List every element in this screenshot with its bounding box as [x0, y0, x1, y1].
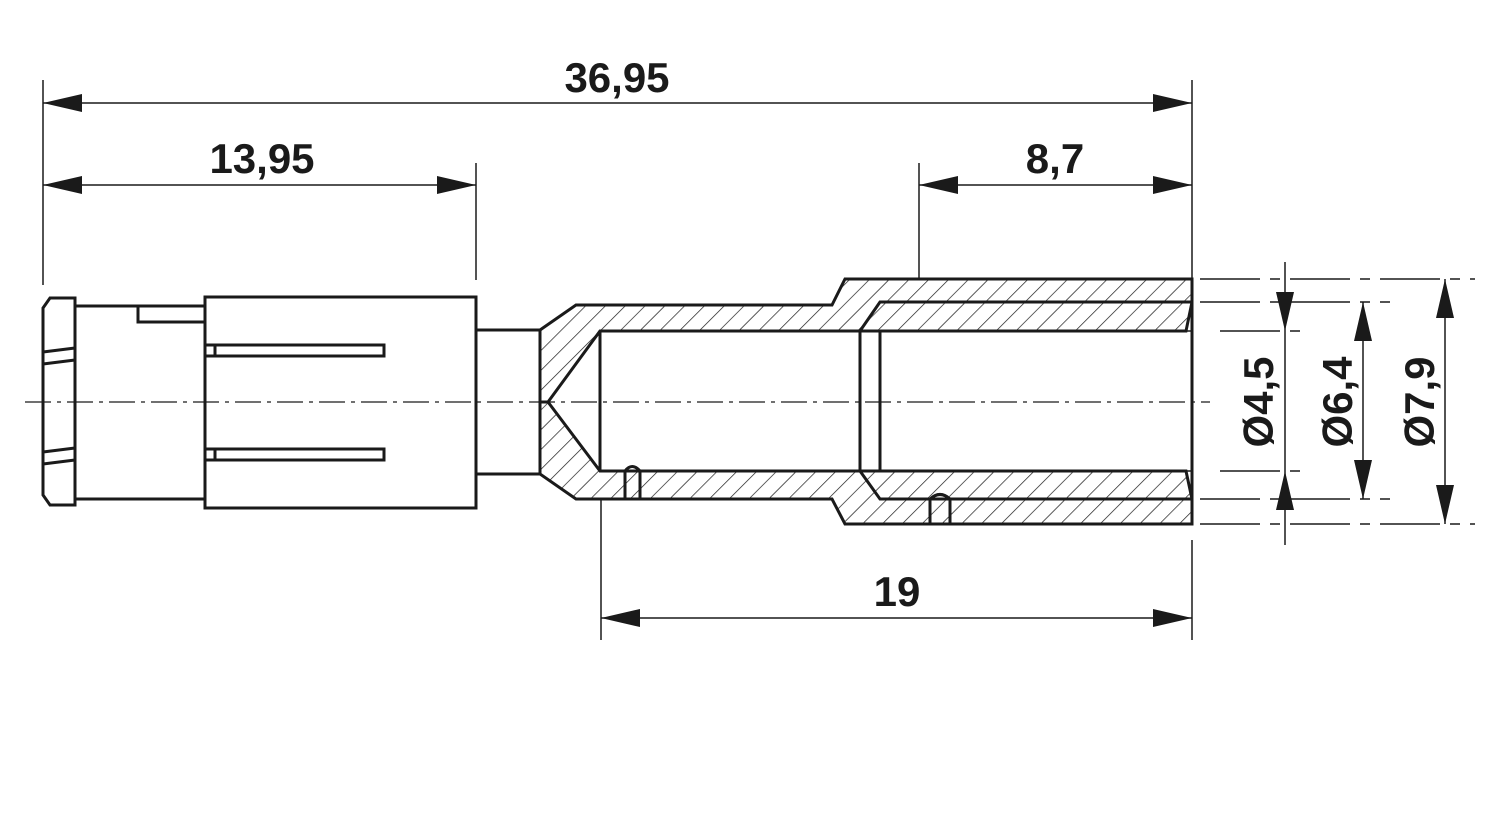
front-length-label: 13,95 — [209, 135, 314, 182]
dimension-bore-diameter: Ø6,4 — [1314, 302, 1372, 499]
dimension-front-length: 13,95 — [43, 135, 476, 194]
outer-diameter-label: Ø7,9 — [1396, 356, 1443, 447]
sleeve-length-label: 19 — [874, 568, 921, 615]
overall-length-label: 36,95 — [564, 54, 669, 101]
bore-diameter-label: Ø6,4 — [1314, 356, 1361, 448]
inner-diameter-label: Ø4,5 — [1235, 356, 1282, 447]
crimp-sleeve-section — [538, 277, 1194, 526]
contact-head — [41, 295, 478, 510]
dimension-sleeve-length: 19 — [601, 568, 1192, 627]
dimension-crimp-length: 8,7 — [919, 135, 1192, 194]
contact-neck — [476, 328, 540, 476]
extension-lines — [42, 80, 1475, 640]
crimp-length-label: 8,7 — [1026, 135, 1084, 182]
dimension-overall-length: 36,95 — [43, 54, 1192, 112]
dimension-outer-diameter: Ø7,9 — [1396, 279, 1454, 524]
dimension-inner-diameter: Ø4,5 — [1235, 262, 1294, 545]
